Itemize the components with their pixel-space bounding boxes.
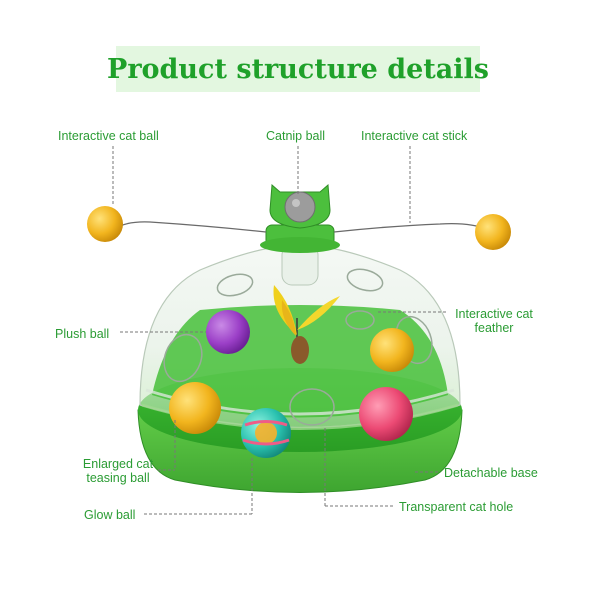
label-feather-line1: Interactive cat: [455, 307, 533, 321]
yellow-ball-right: [370, 328, 414, 372]
catnip-ball: [269, 183, 331, 229]
label-feather-line2: feather: [474, 321, 514, 335]
interactive-cat-stick: [115, 221, 491, 233]
title-banner: Product structure details: [107, 46, 489, 92]
label-transparent-cat-hole: Transparent cat hole: [399, 500, 514, 514]
center-column: [260, 224, 340, 286]
label-detachable-base: Detachable base: [444, 466, 538, 480]
interactive-cat-ball-right: [475, 214, 511, 250]
enlarged-teasing-ball: [169, 382, 221, 434]
label-interactive-cat-feather: Interactive cat feather: [448, 307, 540, 335]
plush-ball: [206, 310, 250, 354]
label-interactive-cat-ball: Interactive cat ball: [58, 129, 159, 143]
cat-feather: [273, 285, 340, 364]
interactive-cat-ball-left: [87, 206, 123, 242]
label-enlarged-cat-teasing-ball: Enlarged cat teasing ball: [74, 457, 162, 485]
label-interactive-cat-stick: Interactive cat stick: [361, 129, 468, 143]
label-plush-ball: Plush ball: [55, 327, 110, 341]
label-enlarged-line1: Enlarged cat: [82, 457, 154, 471]
page-title: Product structure details: [107, 53, 489, 85]
glow-ball: [241, 408, 291, 458]
label-catnip-ball: Catnip ball: [266, 129, 326, 143]
label-glow-ball: Glow ball: [84, 508, 136, 522]
pink-ball: [359, 387, 413, 441]
label-enlarged-line2: teasing ball: [86, 471, 150, 485]
